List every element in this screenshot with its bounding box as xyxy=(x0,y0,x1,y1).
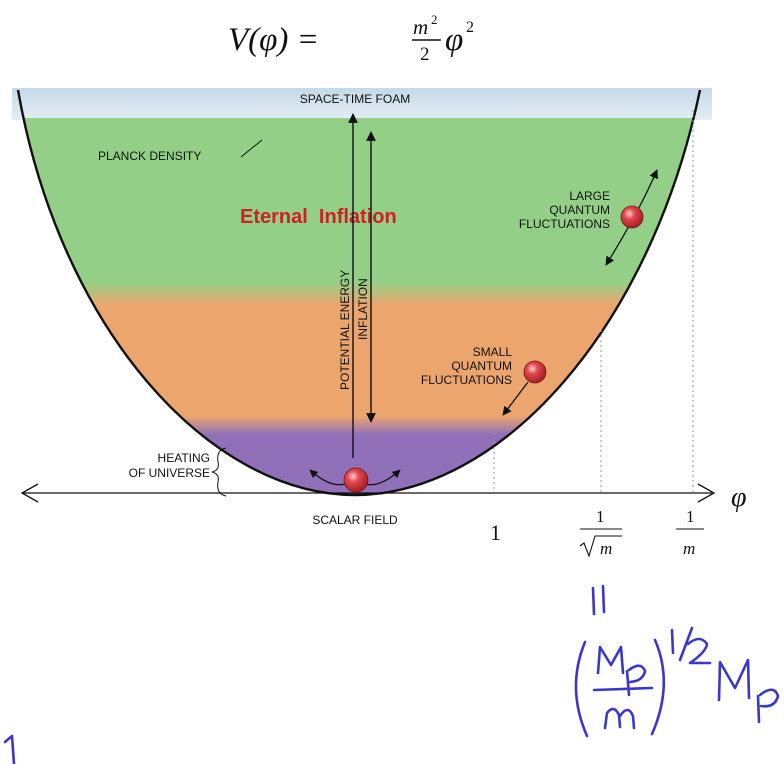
heating-label-line1: HEATING xyxy=(158,451,210,465)
bottom-ball xyxy=(343,467,369,493)
handwritten-M xyxy=(717,658,751,702)
scalar-field-label: SCALAR FIELD xyxy=(312,513,398,527)
handwritten-left-paren xyxy=(574,640,589,738)
axis-right-arrowhead xyxy=(697,483,716,503)
tick-3-num: 1 xyxy=(686,507,695,526)
tick-inv-sqrt-m: 1 m xyxy=(579,507,622,558)
planck-density-label: PLANCK DENSITY xyxy=(98,149,201,163)
tick-2-den: m xyxy=(600,539,612,558)
handwritten-power-slash xyxy=(678,626,694,662)
equation-rhs-exp: 2 xyxy=(466,19,474,36)
handwritten-frac-bar xyxy=(592,686,654,692)
potential-curve xyxy=(16,89,702,497)
small-fluct-line2: QUANTUM xyxy=(451,359,512,373)
handwritten-right-paren xyxy=(650,638,666,736)
large-fluct-ball xyxy=(620,205,644,229)
potential-equation: V(φ) = m 2 2 φ 2 xyxy=(228,12,474,65)
handwritten-power-one xyxy=(670,628,675,655)
phi-axis-symbol: φ xyxy=(731,482,747,513)
tick-guides xyxy=(493,110,694,492)
tick-1-label: 1 xyxy=(490,520,501,545)
handwritten-annotation xyxy=(3,584,780,764)
handwritten-frac-m xyxy=(603,707,636,730)
large-fluct-line2: QUANTUM xyxy=(549,203,610,217)
potential-energy-label: POTENTIAL ENERGY xyxy=(338,270,352,390)
equation-coef-den: 2 xyxy=(420,44,430,65)
large-fluct-line1: LARGE xyxy=(569,189,610,203)
sqrt-symbol xyxy=(579,535,622,558)
eternal-inflation-title: Eternal Inflation xyxy=(240,206,397,228)
axis-left-arrowhead xyxy=(20,483,39,503)
handwritten-p xyxy=(756,688,780,724)
potential-bowl xyxy=(18,118,700,495)
equation-rhs-var: φ xyxy=(445,22,463,58)
tick-inv-m: 1 m xyxy=(676,507,704,558)
heating-brace xyxy=(211,447,227,497)
equation-coef-num: m xyxy=(413,15,428,39)
handwritten-equals xyxy=(591,584,606,616)
handwritten-frac-p xyxy=(625,664,647,697)
small-fluctuations-group: SMALL QUANTUM FLUCTUATIONS xyxy=(421,345,547,416)
handwritten-power-two xyxy=(686,637,712,665)
equation-coef-num-exp: 2 xyxy=(431,12,438,27)
small-fluct-line1: SMALL xyxy=(473,345,513,359)
handwritten-frac-M xyxy=(596,645,625,675)
large-fluctuations-group: LARGE QUANTUM FLUCTUATIONS xyxy=(519,169,658,266)
heating-label-line2: OF UNIVERSE xyxy=(129,466,210,480)
equation-lhs: V(φ) = xyxy=(228,22,319,58)
planck-density-pointer xyxy=(240,139,263,158)
small-fluct-line3: FLUCTUATIONS xyxy=(421,373,512,387)
space-time-foam-band xyxy=(12,88,712,120)
tick-3-den: m xyxy=(683,539,695,558)
large-fluct-line3: FLUCTUATIONS xyxy=(519,217,610,231)
small-fluct-arrow xyxy=(502,381,529,416)
handwritten-stray-mark xyxy=(3,734,16,764)
small-fluct-ball xyxy=(523,360,547,384)
tick-2-num: 1 xyxy=(596,507,605,526)
inflation-label: INFLATION xyxy=(356,278,370,340)
space-time-foam-label: SPACE-TIME FOAM xyxy=(300,92,410,106)
bottom-left-arrow xyxy=(309,469,346,486)
